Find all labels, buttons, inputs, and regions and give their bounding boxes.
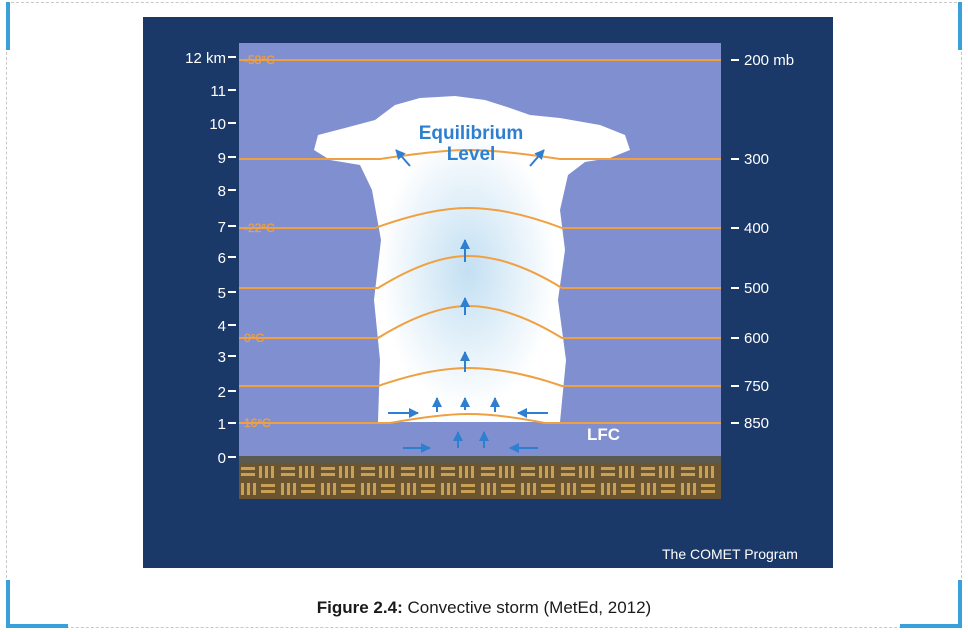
ground-pattern <box>239 463 721 499</box>
altitude-tick-8: 8 <box>218 183 226 200</box>
equilibrium-label-line1: Equilibrium <box>419 123 524 144</box>
isobars <box>239 59 721 424</box>
altitude-tick-2: 2 <box>218 384 226 401</box>
lfc-label: LFC <box>587 425 620 444</box>
altitude-tick-7: 7 <box>218 219 226 236</box>
altitude-tick-12: 12 km <box>185 50 226 67</box>
figure-number: Figure 2.4: <box>316 598 403 617</box>
corner-accent-tr <box>958 2 962 50</box>
ground-surface <box>239 456 721 464</box>
temp-label-0: 0°C <box>244 331 264 345</box>
altitude-tick-9: 9 <box>218 150 226 167</box>
corner-accent-bl-h <box>6 624 68 628</box>
isobar-400mb <box>239 206 721 229</box>
pressure-tick-200: 200 mb <box>744 52 794 69</box>
corner-accent-br-h <box>900 624 962 628</box>
pressure-tick-300: 300 <box>744 151 769 168</box>
altitude-tick-4: 4 <box>218 318 226 335</box>
temp-label-16: 16°C <box>244 416 271 430</box>
temp-label-minus58: -58°C <box>244 53 275 67</box>
corner-accent-br <box>958 580 962 628</box>
altitude-tick-6: 6 <box>218 250 226 267</box>
pressure-tick-750: 750 <box>744 378 769 395</box>
pressure-tick-600: 600 <box>744 330 769 347</box>
outflow-arrow <box>529 149 545 167</box>
altitude-tick-11: 11 <box>210 83 226 100</box>
equilibrium-label-line2: Level <box>447 144 496 165</box>
corner-accent-bl <box>6 580 10 628</box>
altitude-tick-10: 10 <box>209 116 226 133</box>
cloud-core <box>380 130 556 410</box>
caption-text: Convective storm (MetEd, 2012) <box>402 598 652 617</box>
altitude-tick-0: 0 <box>218 450 226 467</box>
outflow-arrow <box>395 149 411 167</box>
isobar-750mb <box>239 366 721 387</box>
pressure-tick-850: 850 <box>744 415 769 432</box>
altitude-tick-5: 5 <box>218 285 226 302</box>
altitude-tick-1: 1 <box>218 416 226 433</box>
updraft-arrows <box>388 149 548 453</box>
pressure-tick-400: 400 <box>744 220 769 237</box>
temp-label-minus22: -22°C <box>244 221 275 235</box>
image-credit: The COMET Program <box>662 546 798 562</box>
isobar-850mb <box>239 412 721 424</box>
altitude-tick-3: 3 <box>218 349 226 366</box>
isobar-300mb <box>239 148 721 160</box>
corner-accent-tl <box>6 2 10 50</box>
figure-frame <box>6 2 962 628</box>
isobar-500mb <box>239 254 721 289</box>
pressure-tick-500: 500 <box>744 280 769 297</box>
figure-caption: Figure 2.4: Convective storm (MetEd, 201… <box>0 598 968 618</box>
